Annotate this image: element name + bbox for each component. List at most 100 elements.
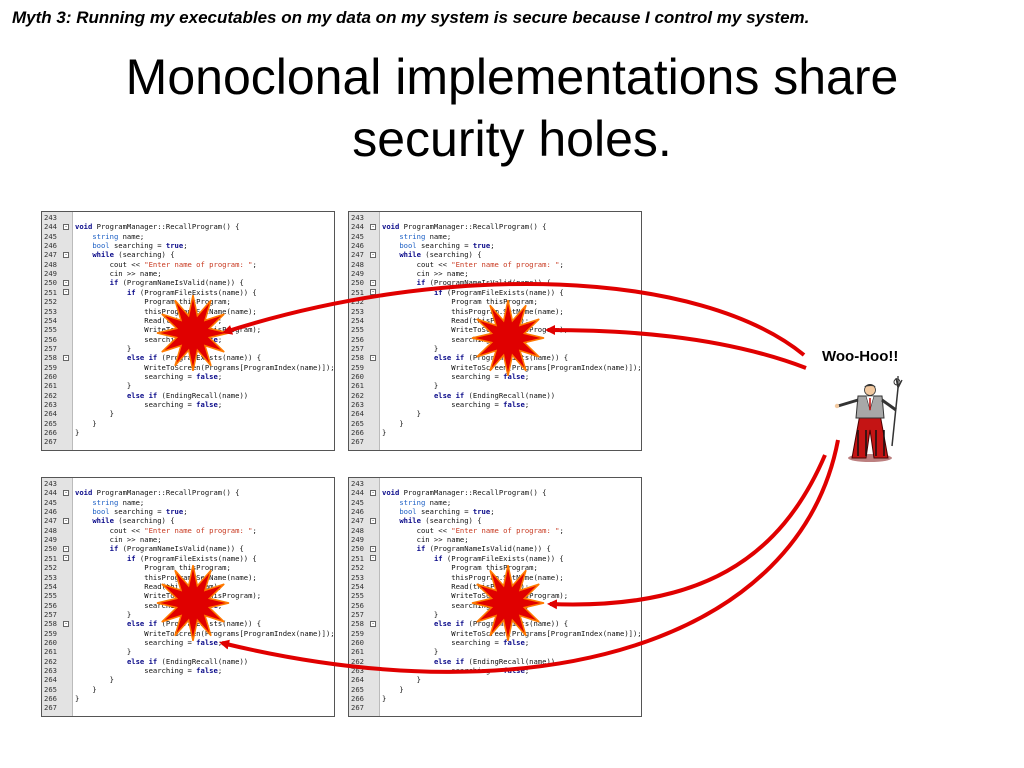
slide-title-line-2: security holes. xyxy=(352,111,672,167)
line-number-gutter xyxy=(349,212,380,450)
code-text: searching = false; xyxy=(75,371,223,381)
line-number: 262 xyxy=(44,390,57,400)
line-number: 245 xyxy=(351,497,364,507)
line-number: 244 xyxy=(351,488,364,498)
fold-toggle-icon[interactable]: - xyxy=(63,250,69,258)
line-number: 264 xyxy=(44,675,57,685)
line-number: 248 xyxy=(351,525,364,535)
line-number: 250 xyxy=(351,278,364,288)
code-text: bool searching = true; xyxy=(92,507,188,517)
line-number: 251 xyxy=(351,287,364,297)
line-number: 264 xyxy=(351,409,364,419)
fold-toggle-icon[interactable]: - xyxy=(370,488,376,496)
fold-toggle-icon[interactable]: - xyxy=(63,222,69,230)
code-line: 243 xyxy=(349,213,641,222)
fold-toggle-icon[interactable]: - xyxy=(370,278,376,286)
code-text: } xyxy=(382,609,439,619)
fold-toggle-icon[interactable]: - xyxy=(370,250,376,258)
code-line: 249 cin >> name; xyxy=(349,535,641,544)
code-line: 264 } xyxy=(349,675,641,684)
fold-toggle-icon[interactable]: - xyxy=(63,278,69,286)
code-line: 244-void ProgramManager::RecallProgram()… xyxy=(349,488,641,497)
code-text: WriteToScreen(Programs[ProgramIndex(name… xyxy=(75,628,335,638)
code-text: if (ProgramNameIsValid(name)) { xyxy=(109,278,244,288)
code-text: searching = false; xyxy=(382,400,530,409)
code-line: 262 else if (EndingRecall(name)) xyxy=(42,391,334,400)
code-text: string name; xyxy=(399,497,452,507)
code-line: 250- if (ProgramNameIsValid(name)) { xyxy=(42,278,334,287)
code-line: 246 bool searching = true; xyxy=(349,241,641,250)
code-text: else if (EndingRecall(name)) xyxy=(126,656,249,666)
code-line: 261 } xyxy=(42,647,334,656)
line-number: 246 xyxy=(44,241,57,251)
code-line: 245 string name; xyxy=(349,232,641,241)
code-line: 254 Read(thisProgram); xyxy=(349,316,641,325)
code-text: WriteToScreen(Programs[ProgramIndex(name… xyxy=(382,628,642,638)
line-number: 252 xyxy=(44,563,57,573)
line-number: 259 xyxy=(44,628,57,638)
code-line: 264 } xyxy=(42,409,334,418)
code-line: 251- if (ProgramFileExists(name)) { xyxy=(42,554,334,563)
fold-toggle-icon[interactable]: - xyxy=(63,488,69,496)
code-text: } xyxy=(75,428,80,438)
code-line: 247- while (searching) { xyxy=(42,516,334,525)
line-number: 248 xyxy=(44,525,57,535)
code-text: WriteToScreen(Programs[ProgramIndex(name… xyxy=(382,362,642,372)
fold-toggle-icon[interactable]: - xyxy=(63,619,69,627)
fold-toggle-icon[interactable]: - xyxy=(63,353,69,361)
fold-toggle-icon[interactable]: - xyxy=(63,288,69,296)
code-line: 243 xyxy=(42,213,334,222)
code-line: 267 xyxy=(42,703,334,712)
line-number: 247 xyxy=(351,250,364,260)
fold-toggle-icon[interactable]: - xyxy=(63,554,69,562)
fold-toggle-icon[interactable]: - xyxy=(370,353,376,361)
line-number: 267 xyxy=(351,703,364,713)
fold-toggle-icon[interactable]: - xyxy=(370,619,376,627)
line-number: 261 xyxy=(351,381,364,391)
line-number: 266 xyxy=(351,428,364,438)
arrow-to-bottom-left xyxy=(219,439,840,674)
code-text: while (searching) { xyxy=(92,516,175,526)
fold-toggle-icon[interactable]: - xyxy=(63,544,69,552)
code-line: 244-void ProgramManager::RecallProgram()… xyxy=(42,222,334,231)
fold-toggle-icon[interactable]: - xyxy=(370,554,376,562)
line-number: 254 xyxy=(351,315,364,325)
code-line: 252 Program thisProgram; xyxy=(349,297,641,306)
code-text: Program thisProgram; xyxy=(75,563,231,573)
code-text: Program thisProgram; xyxy=(75,297,231,307)
line-number-gutter xyxy=(349,478,380,716)
code-line: 251- if (ProgramFileExists(name)) { xyxy=(349,554,641,563)
code-text: while (searching) { xyxy=(399,250,482,260)
code-text: Program thisProgram; xyxy=(382,563,538,573)
code-line: 254 Read(thisProgram); xyxy=(349,582,641,591)
code-line: 259 WriteToScreen(Programs[ProgramIndex(… xyxy=(349,363,641,372)
line-number: 265 xyxy=(351,418,364,428)
code-line: 244-void ProgramManager::RecallProgram()… xyxy=(42,488,334,497)
fold-toggle-icon[interactable]: - xyxy=(370,222,376,230)
fold-toggle-icon[interactable]: - xyxy=(370,544,376,552)
myth-heading: Myth 3: Running my executables on my dat… xyxy=(12,8,810,27)
code-line: 253 thisProgram.SetName(name); xyxy=(42,573,334,582)
line-number: 258 xyxy=(351,353,364,363)
code-line: 262 else if (EndingRecall(name)) xyxy=(349,657,641,666)
code-text: cin >> name; xyxy=(75,535,162,545)
code-line: 246 bool searching = true; xyxy=(349,507,641,516)
code-line: 260 searching = false; xyxy=(349,372,641,381)
code-text: thisProgram.SetName(name); xyxy=(75,572,257,582)
code-line: 245 string name; xyxy=(42,232,334,241)
code-text: thisProgram.SetName(name); xyxy=(75,306,257,316)
code-text: cin >> name; xyxy=(382,535,469,545)
fold-toggle-icon[interactable]: - xyxy=(370,516,376,524)
code-text: } xyxy=(382,684,404,694)
line-number: 247 xyxy=(44,250,57,260)
line-number: 243 xyxy=(44,213,57,222)
burst-bottom-right xyxy=(471,565,545,641)
line-number: 259 xyxy=(351,362,364,372)
code-line: 246 bool searching = true; xyxy=(42,241,334,250)
line-number: 263 xyxy=(44,666,57,675)
code-line: 262 else if (EndingRecall(name)) xyxy=(42,657,334,666)
code-text: if (ProgramFileExists(name)) { xyxy=(126,287,257,297)
code-text: Program thisProgram; xyxy=(382,297,538,307)
fold-toggle-icon[interactable]: - xyxy=(63,516,69,524)
